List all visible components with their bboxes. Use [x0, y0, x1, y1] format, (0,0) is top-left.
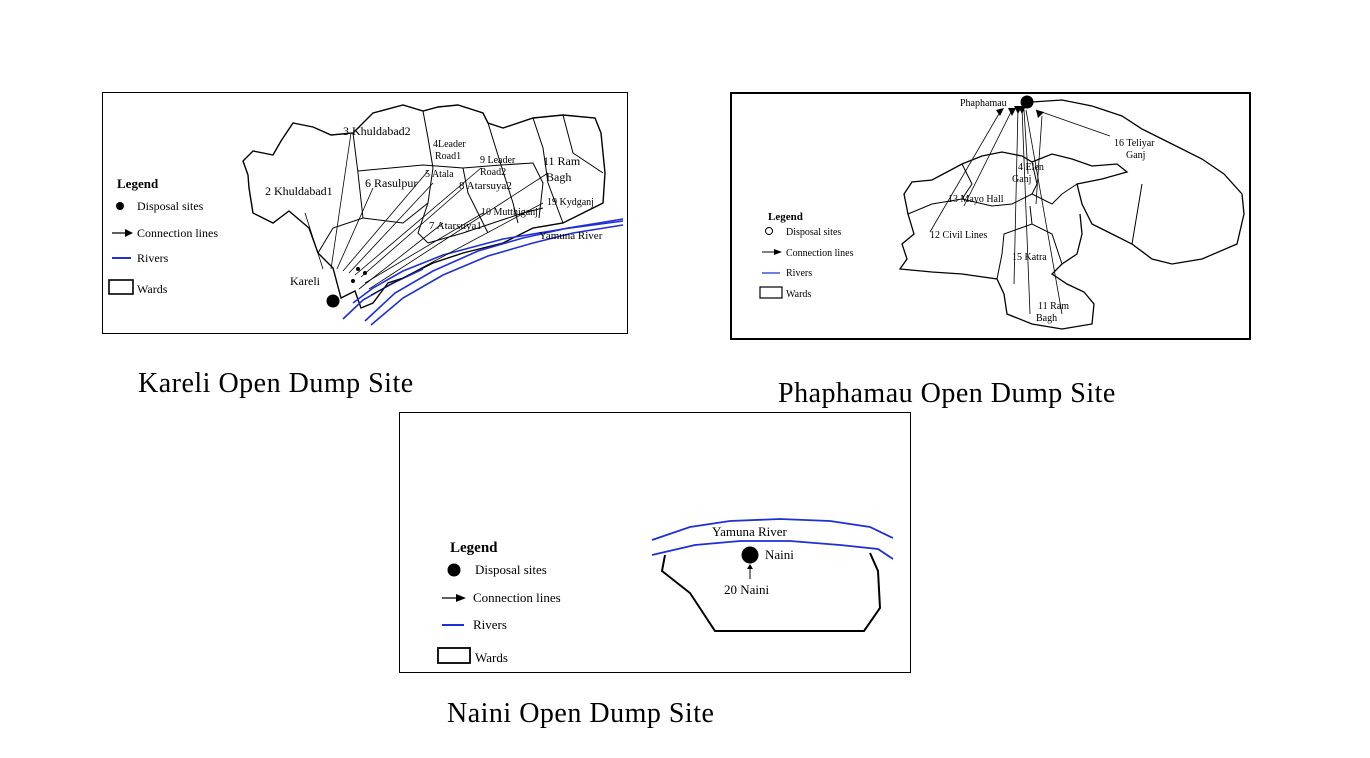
legend-arrow-symbol	[774, 249, 782, 255]
legend-disposal-label: Disposal sites	[786, 227, 841, 238]
ward-label: 11 Ram	[1038, 301, 1069, 312]
legend-connection-label: Connection lines	[473, 590, 561, 605]
legend-connection-label: Connection lines	[137, 226, 218, 240]
phaphamau-map: Legend Disposal sites Connection lines R…	[759, 95, 1245, 330]
kareli-disposal-site-marker	[326, 294, 340, 308]
ward-label: 9 Leader	[480, 155, 516, 166]
legend-disposal-symbol	[765, 227, 773, 235]
legend-rivers-label: Rivers	[473, 617, 507, 632]
legend-disposal-label: Disposal sites	[475, 562, 547, 577]
legend-ward-symbol	[759, 286, 783, 299]
ward-label: 16 Teliyar	[1114, 138, 1155, 149]
naini-map: Legend Disposal sites Connection lines R…	[437, 518, 894, 665]
naini-yamuna-river	[651, 518, 894, 560]
river-label: Yamuna River	[539, 230, 603, 242]
ward-label: Bagh	[546, 170, 571, 184]
naini-ward-boundary	[660, 552, 882, 632]
site-label: Naini	[765, 547, 794, 562]
ward-label: 20 Naini	[724, 582, 770, 597]
legend-arrow-symbol	[125, 229, 133, 237]
ward-label: 3 Khuldabad2	[343, 124, 411, 138]
naini-map-panel: Legend Disposal sites Connection lines R…	[399, 412, 911, 673]
ward-label: Ganj	[1012, 174, 1031, 185]
legend-disposal-symbol	[116, 202, 124, 210]
ward-label: 4 Elen	[1018, 162, 1044, 173]
ward-label: 8 Atarsuya2	[459, 180, 512, 192]
ward-label: 6 Rasulpur	[365, 176, 417, 190]
legend-ward-symbol	[108, 279, 134, 295]
ward-label: Road2	[480, 167, 506, 178]
kareli-outer-boundary	[242, 104, 606, 309]
legend-wards-label: Wards	[137, 282, 168, 296]
legend-title: Legend	[768, 211, 803, 223]
ward-label: 5 Atala	[425, 169, 454, 180]
river-label: Yamuna River	[712, 524, 788, 539]
ward-label: 15 Katra	[1012, 252, 1047, 263]
legend-rivers-label: Rivers	[137, 251, 169, 265]
phaphamau-connection-lines	[929, 107, 1111, 315]
ward-label: 19 Kydganj	[547, 197, 594, 208]
phaphamau-outer-boundary	[898, 99, 1245, 330]
legend-disposal-symbol	[447, 563, 461, 577]
phaphamau-disposal-site-marker	[1020, 95, 1034, 109]
legend-connection-label: Connection lines	[786, 248, 854, 259]
legend-ward-symbol	[437, 647, 471, 664]
ward-label: 13 Mayo Hall	[948, 194, 1004, 205]
kareli-caption: Kareli Open Dump Site	[138, 368, 414, 399]
ward-label: Road1	[435, 151, 461, 162]
phaphamau-map-panel: Legend Disposal sites Connection lines R…	[730, 92, 1251, 340]
kareli-yamuna-river	[342, 218, 624, 326]
kareli-map: Legend Disposal sites Connection lines R…	[108, 104, 624, 326]
ward-label: 2 Khuldabad1	[265, 184, 333, 198]
kareli-ward-boundaries	[317, 110, 604, 254]
naini-disposal-site-marker	[741, 546, 759, 564]
ward-label: 11 Ram	[543, 154, 581, 168]
ward-label: 12 Civil Lines	[930, 230, 987, 241]
site-label: Phaphamau	[960, 98, 1007, 109]
legend-title: Legend	[117, 176, 159, 191]
legend-arrow-symbol	[456, 594, 466, 602]
legend-disposal-label: Disposal sites	[137, 199, 204, 213]
naini-caption: Naini Open Dump Site	[447, 698, 715, 729]
ward-label: Ganj	[1126, 150, 1145, 161]
kareli-connection-lines	[304, 132, 549, 296]
legend-wards-label: Wards	[475, 650, 508, 665]
phaphamau-caption: Phaphamau Open Dump Site	[778, 378, 1116, 409]
legend-wards-label: Wards	[786, 289, 811, 300]
ward-label: 7 Atarsuya1	[429, 220, 482, 232]
legend-rivers-label: Rivers	[786, 268, 812, 279]
kareli-map-panel: Legend Disposal sites Connection lines R…	[102, 92, 628, 334]
legend-title: Legend	[450, 540, 498, 556]
ward-label: 4Leader	[433, 139, 466, 150]
ward-label: Bagh	[1036, 313, 1057, 324]
site-label: Kareli	[290, 274, 321, 288]
ward-label: 10 Mutthiganj	[481, 207, 538, 218]
